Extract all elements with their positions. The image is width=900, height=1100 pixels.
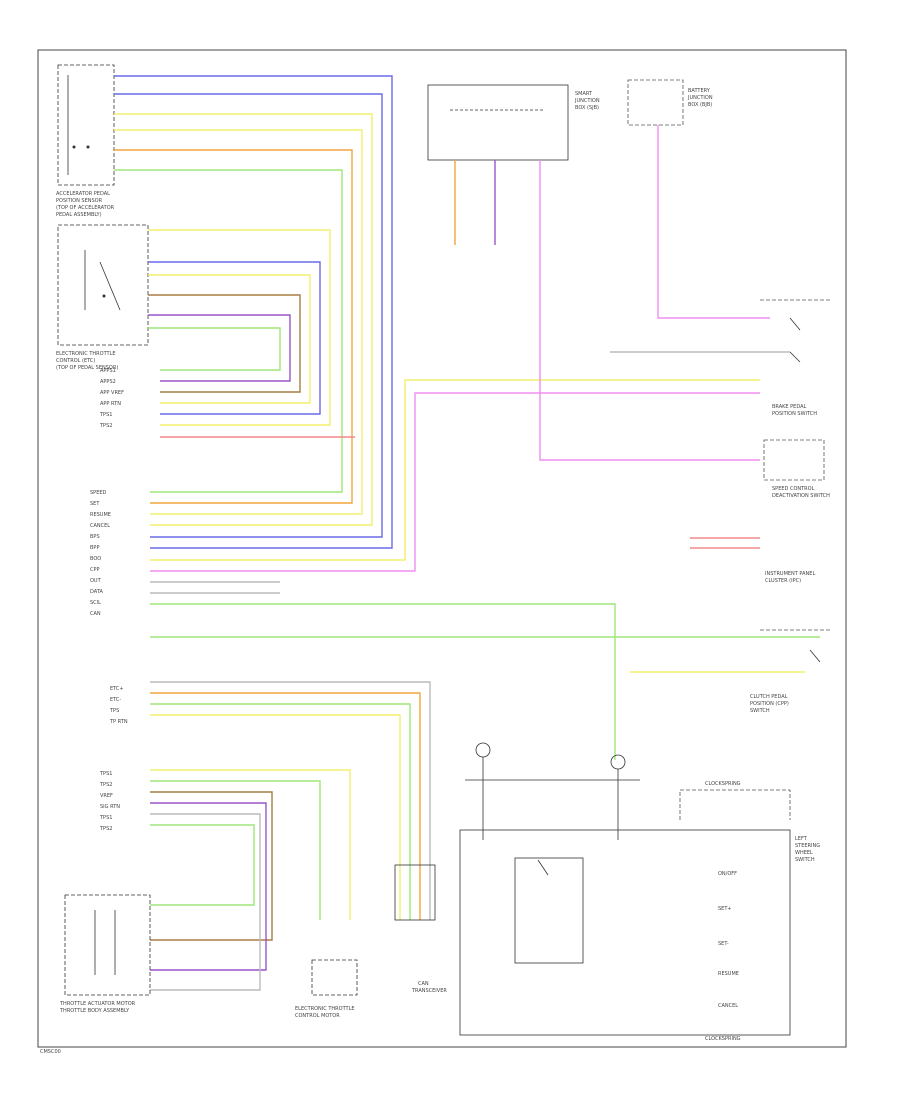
etc-sensor-label-2: CONTROL (ETC) — [56, 358, 95, 364]
svg-text:SPEED: SPEED — [90, 490, 107, 496]
svg-text:TPS2: TPS2 — [99, 826, 112, 832]
sjb-label-3: BOX (SJB) — [575, 105, 599, 111]
svg-text:TPS1: TPS1 — [99, 771, 112, 777]
accel-pedal-label: ACCELERATOR PEDAL — [56, 191, 110, 197]
svg-text:TPS2: TPS2 — [99, 782, 112, 788]
pcm-bot-pins: TPS1 TPS2 VREF SIG RTN TPS1 TPS2 — [99, 771, 120, 832]
sjb-label-2: JUNCTION — [574, 98, 600, 104]
etc-sensor-label: ELECTRONIC THROTTLE — [56, 351, 116, 357]
left-steering-switch — [459, 829, 791, 1036]
svg-text:DATA: DATA — [90, 589, 103, 595]
etc-sensor — [57, 224, 149, 346]
clutch-label-3: SWITCH — [750, 708, 770, 714]
svg-text:TP RTN: TP RTN — [109, 719, 128, 725]
accel-pedal-label-3: (TOP OF ACCELERATOR — [56, 205, 115, 211]
svg-text:SET: SET — [90, 501, 100, 507]
svg-text:TPS1: TPS1 — [99, 412, 112, 418]
steering-label: LEFT — [795, 836, 808, 842]
speed-control — [763, 439, 825, 481]
diagram-border — [37, 49, 847, 1048]
svg-text:TPS: TPS — [109, 708, 119, 714]
brake-switch-label: BRAKE PEDAL — [772, 404, 807, 410]
etc-wires — [148, 229, 355, 438]
speed-control-label-2: DEACTIVATION SWITCH — [772, 493, 830, 499]
etc-motor — [311, 959, 358, 996]
svg-text:CANCEL: CANCEL — [718, 1003, 738, 1009]
svg-text:VREF: VREF — [100, 793, 113, 799]
bjb-label-2: JUNCTION — [687, 95, 713, 101]
clockspring-label: CLOCKSPRING — [705, 781, 741, 787]
svg-text:ON/OFF: ON/OFF — [718, 871, 737, 877]
low-wires — [150, 681, 431, 920]
can-label-2: TRANSCEIVER — [411, 988, 447, 994]
svg-text:ETC-: ETC- — [110, 697, 121, 703]
can-label: CAN — [418, 981, 429, 987]
accel-wires — [114, 75, 393, 549]
bot-wires — [150, 769, 351, 991]
svg-text:TPS1: TPS1 — [99, 815, 112, 821]
throttle-body-label: THROTTLE ACTUATOR MOTOR — [59, 1001, 136, 1007]
clutch-label: CLUTCH PEDAL — [750, 694, 788, 700]
ipc-label: INSTRUMENT PANEL — [765, 571, 815, 577]
svg-text:SCIL: SCIL — [90, 600, 101, 606]
sjb-wires — [454, 160, 760, 461]
steering-buttons: ON/OFF SET+ SET- RESUME CANCEL — [718, 871, 739, 1009]
brake-switch-label-2: POSITION SWITCH — [772, 411, 817, 417]
svg-text:SET+: SET+ — [718, 906, 732, 912]
can-connectors — [394, 864, 436, 921]
throttle-body-label-2: THROTTLE BODY ASSEMBLY — [59, 1008, 130, 1014]
steering-label-3: WHEEL — [795, 850, 813, 856]
mid-wires — [150, 379, 820, 760]
svg-text:APP VREF: APP VREF — [100, 390, 124, 396]
steering-label-2: STEERING — [795, 843, 820, 849]
svg-text:BPP: BPP — [90, 545, 99, 551]
bjb-label: BATTERY — [688, 88, 711, 94]
footer-code: CMSC00 — [40, 1049, 61, 1055]
brake-switch — [760, 299, 830, 363]
pcm-low-pins: ETC+ ETC- TPS TP RTN — [109, 686, 128, 725]
battery-junction — [627, 79, 684, 126]
svg-text:APPS1: APPS1 — [100, 368, 116, 374]
svg-text:SET-: SET- — [718, 941, 729, 947]
svg-text:CPP: CPP — [90, 567, 100, 573]
etc-motor-label-2: CONTROL MOTOR — [295, 1013, 340, 1019]
accel-pedal-label-2: POSITION SENSOR — [56, 198, 103, 204]
speed-control-label: SPEED CONTROL — [772, 486, 815, 492]
bjb-wires — [657, 125, 770, 319]
svg-text:RESUME: RESUME — [718, 971, 739, 977]
svg-text:SIG RTN: SIG RTN — [100, 804, 120, 810]
ipc-label-2: CLUSTER (IPC) — [765, 578, 801, 584]
etc-sensor-label-3: (TOP OF PEDAL SENSOR) — [56, 365, 118, 371]
sjb-label: SMART — [575, 91, 593, 97]
pcm-mid-pins: SPEED SET RESUME CANCEL BPS BPP BOO CPP … — [90, 490, 111, 617]
throttle-body — [64, 894, 151, 996]
accel-pedal-sensor — [57, 64, 115, 186]
svg-text:BOO: BOO — [90, 556, 101, 562]
pcm-top-pins: APPS1 APPS2 APP VREF APP RTN TPS1 TPS2 — [99, 368, 124, 429]
clutch-switch — [760, 629, 830, 663]
svg-text:ETC+: ETC+ — [110, 686, 124, 692]
svg-text:TPS2: TPS2 — [99, 423, 112, 429]
svg-text:APP RTN: APP RTN — [100, 401, 121, 407]
ipc-wires — [690, 537, 760, 549]
etc-motor-label: ELECTRONIC THROTTLE — [295, 1006, 355, 1012]
svg-text:RESUME: RESUME — [90, 512, 111, 518]
svg-text:CAN: CAN — [90, 611, 101, 617]
svg-text:OUT: OUT — [90, 578, 102, 584]
svg-text:APPS2: APPS2 — [100, 379, 116, 385]
smart-junction-box — [427, 84, 569, 161]
clockspring-bottom-label: CLOCKSPRING — [705, 1036, 741, 1042]
bjb-label-3: BOX (BJB) — [688, 102, 712, 108]
svg-text:BPS: BPS — [90, 534, 100, 540]
clutch-label-2: POSITION (CPP) — [750, 701, 789, 707]
steering-label-4: SWITCH — [795, 857, 815, 863]
clockspring — [465, 742, 791, 840]
svg-text:CANCEL: CANCEL — [90, 523, 110, 529]
accel-pedal-label-4: PEDAL ASSEMBLY) — [56, 212, 102, 218]
